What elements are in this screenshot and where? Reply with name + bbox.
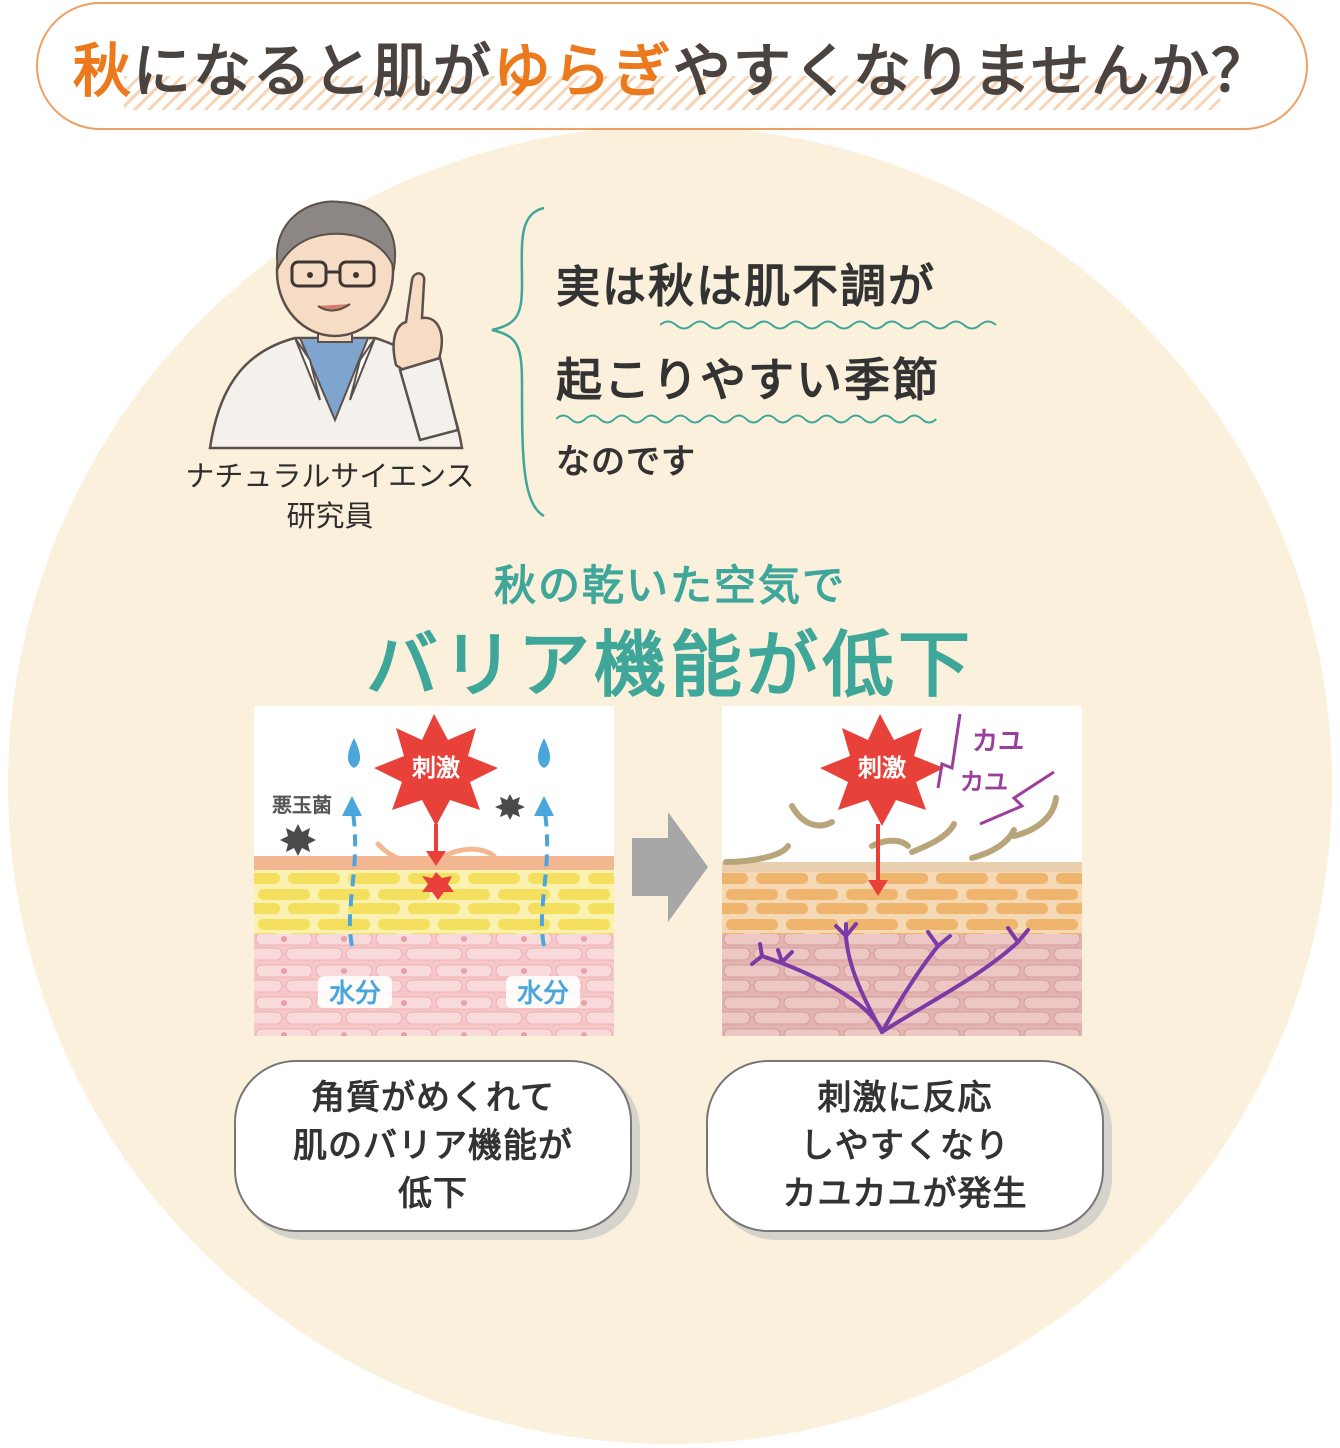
water-label-1: 水分 bbox=[329, 979, 381, 1009]
left-caption-line-1: 角質がめくれて bbox=[311, 1078, 555, 1118]
researcher-caption-line1: ナチュラルサイエンス bbox=[185, 459, 475, 493]
transition-arrow-icon bbox=[632, 812, 708, 922]
wavy-underline-1 bbox=[660, 320, 997, 330]
header-title-part-2: になると肌が bbox=[132, 37, 493, 105]
right-caption-line-2: しやすくなり bbox=[800, 1126, 1010, 1166]
left-caption-line-3: 低下 bbox=[398, 1174, 468, 1214]
left-caption-line-2: 肌のバリア機能が bbox=[293, 1126, 573, 1166]
researcher-speech: 実は秋は肌不調が 起こりやすい季節 なのです bbox=[556, 250, 1026, 483]
left-caption-box: 角質がめくれて 肌のバリア機能が 低下 bbox=[234, 1060, 632, 1232]
main-heading: バリア機能が低下 bbox=[365, 623, 974, 707]
itch-label-2: カユ bbox=[960, 768, 1008, 796]
header-title-part-4: やすくなりませんか？ bbox=[672, 37, 1272, 105]
researcher-illustration bbox=[208, 200, 464, 450]
researcher-caption: ナチュラルサイエンス 研究員 bbox=[150, 456, 510, 536]
header-title-part-3: ゆらぎ bbox=[492, 37, 673, 105]
right-caption-line-3: カユカユが発生 bbox=[782, 1174, 1028, 1214]
left-skin-diagram: 刺激 悪玉菌 水分 水分 bbox=[254, 706, 614, 1036]
right-caption-line-1: 刺激に反応 bbox=[817, 1078, 993, 1118]
right-skin-diagram: 刺激 カユ カユ bbox=[722, 706, 1082, 1036]
wavy-underline-2 bbox=[556, 414, 937, 424]
bacteria-icon bbox=[495, 794, 525, 820]
left-skin-panel: 刺激 悪玉菌 水分 水分 bbox=[254, 706, 614, 1036]
speech-brace bbox=[491, 206, 545, 518]
right-stimulus-label: 刺激 bbox=[858, 754, 906, 782]
header-title-part-1: 秋 bbox=[72, 37, 133, 105]
speech-line-1-prefix: 実は bbox=[556, 262, 648, 313]
nerve-fibers-icon bbox=[750, 922, 1030, 1034]
right-caption-box: 刺激に反応 しやすくなり カユカユが発生 bbox=[706, 1060, 1104, 1232]
stimulus-burst-icon bbox=[820, 714, 944, 826]
speech-line-3: なのです bbox=[556, 442, 696, 482]
researcher-caption-line2: 研究員 bbox=[286, 499, 374, 533]
speech-line-2-text: 起こりやすい季節 bbox=[556, 353, 940, 407]
water-drop-icon bbox=[348, 738, 360, 768]
background-circle bbox=[8, 126, 1332, 1444]
bacteria-icon bbox=[280, 824, 316, 856]
speech-line-1-emphasis: 秋は肌不調が bbox=[648, 259, 936, 313]
speech-line-1: 実は秋は肌不調が bbox=[556, 250, 997, 330]
right-skin-panel: 刺激 カユ カユ bbox=[722, 706, 1082, 1036]
itch-label-1: カユ bbox=[972, 727, 1024, 757]
water-label-2: 水分 bbox=[517, 979, 569, 1009]
water-drop-icon bbox=[538, 738, 550, 768]
header-highlight-stripe bbox=[124, 76, 1220, 110]
speech-line-2: 起こりやすい季節 bbox=[556, 344, 940, 424]
stimulus-burst-icon bbox=[374, 714, 498, 826]
header-title: 秋になると肌がゆらぎやすくなりませんか？ bbox=[73, 24, 1271, 108]
bacteria-label: 悪玉菌 bbox=[272, 793, 332, 817]
left-stimulus-label: 刺激 bbox=[412, 754, 460, 782]
sub-heading: 秋の乾いた空気で bbox=[493, 561, 846, 610]
header-banner: 秋になると肌がゆらぎやすくなりませんか？ bbox=[36, 2, 1308, 130]
